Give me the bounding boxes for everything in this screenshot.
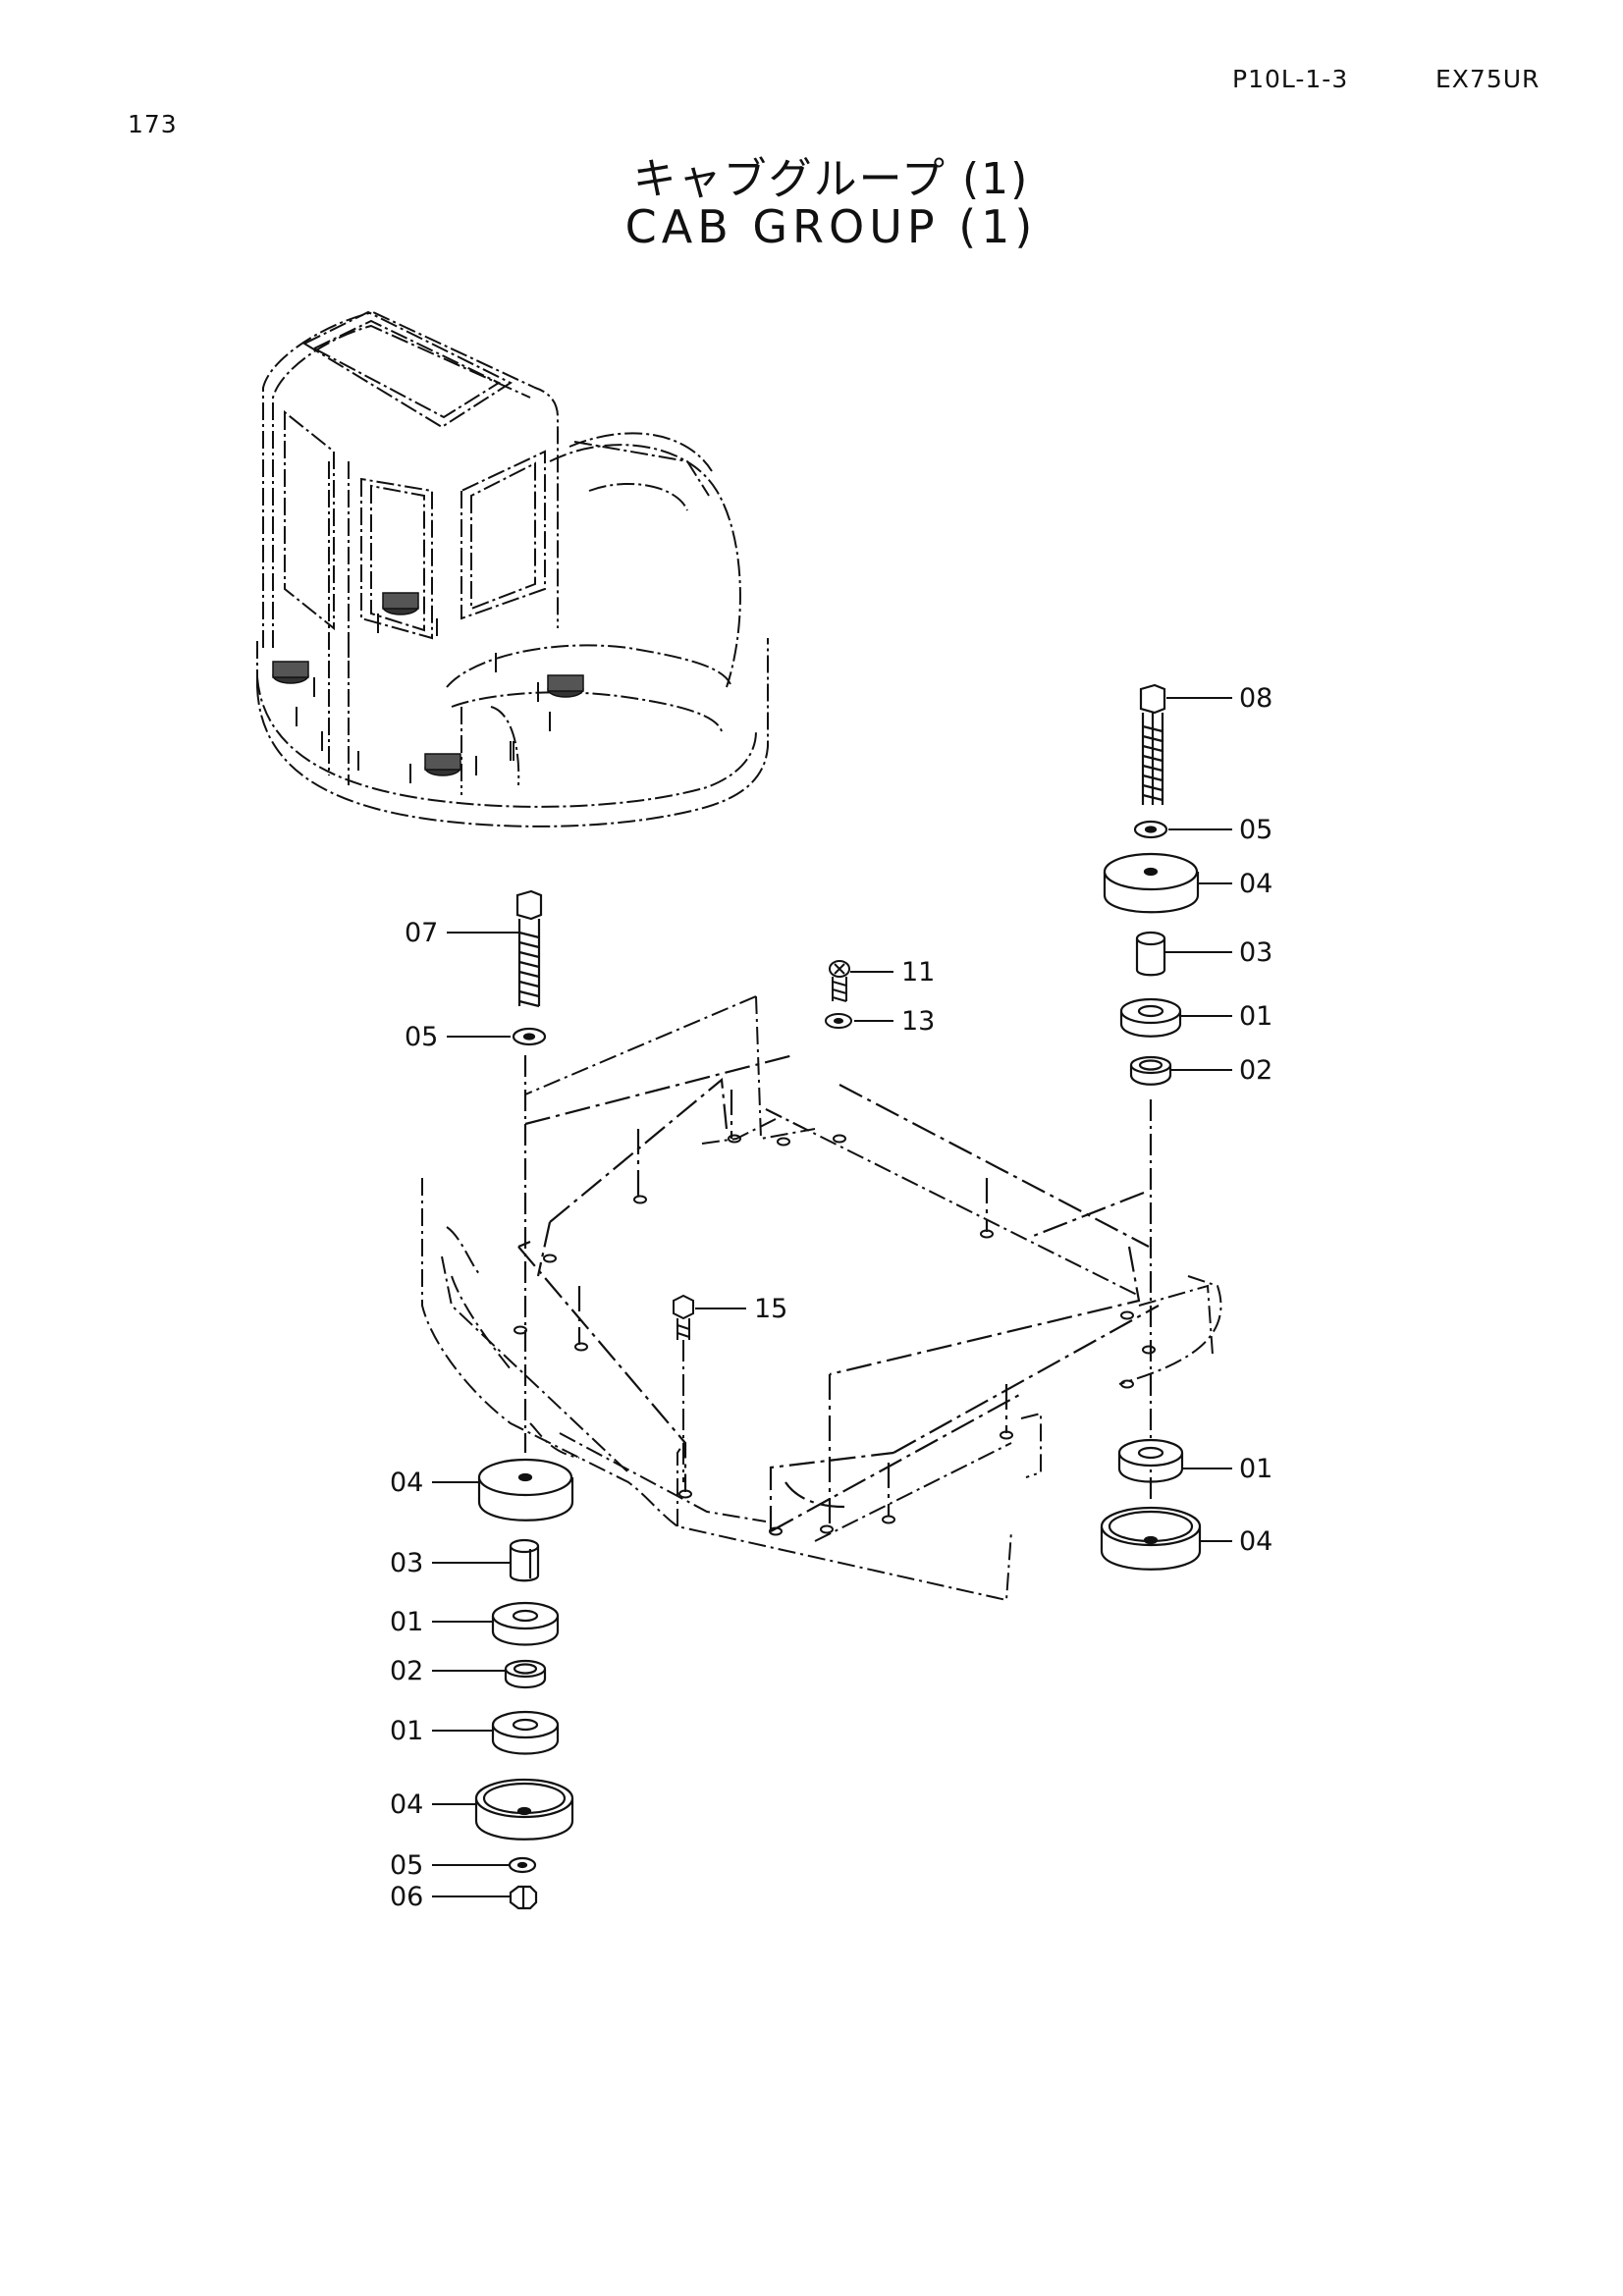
callout-03: 03 bbox=[1239, 937, 1272, 968]
screw-11-washer-13 bbox=[825, 960, 852, 1029]
rubber-04-left bbox=[477, 1477, 574, 1522]
overview-bolts bbox=[296, 614, 551, 783]
page-number: 173 bbox=[128, 110, 178, 138]
callout-05: 05 bbox=[405, 1022, 438, 1052]
cup-04-lower-right bbox=[1100, 1526, 1202, 1571]
sleeve-03-top bbox=[1135, 938, 1166, 977]
callout-13: 13 bbox=[901, 1006, 935, 1037]
callout-08: 08 bbox=[1239, 683, 1272, 714]
leader-lines bbox=[432, 697, 1232, 1897]
callout-labels: 08 05 04 03 01 02 07 05 11 13 15 04 03 0… bbox=[390, 683, 1272, 1912]
callout-01: 01 bbox=[390, 1607, 423, 1637]
callout-04: 04 bbox=[1239, 1526, 1272, 1557]
title-japanese: キャブグループ (1) bbox=[632, 154, 1030, 204]
excavator-overview-illustration bbox=[256, 310, 769, 828]
rubber-01-top bbox=[1119, 1011, 1182, 1038]
rubber-01-lower-right bbox=[1117, 1453, 1184, 1483]
callout-03: 03 bbox=[390, 1548, 423, 1578]
callout-15: 15 bbox=[754, 1294, 787, 1324]
callout-04: 04 bbox=[390, 1468, 423, 1498]
callout-05: 05 bbox=[1239, 815, 1272, 845]
callout-06: 06 bbox=[390, 1882, 423, 1912]
cab-outline bbox=[517, 1053, 1160, 1532]
callout-02: 02 bbox=[1239, 1055, 1272, 1086]
right-mount-stack bbox=[1100, 683, 1202, 1571]
left-mount-stack bbox=[474, 889, 574, 1910]
document-code: P10L-1-3 bbox=[1232, 65, 1349, 93]
floor-bolt-holes bbox=[514, 1134, 1156, 1536]
bolt-08 bbox=[1139, 683, 1166, 715]
callout-04: 04 bbox=[1239, 869, 1272, 899]
washer-05-top bbox=[1133, 820, 1168, 839]
callout-04: 04 bbox=[390, 1789, 423, 1820]
callout-01: 01 bbox=[390, 1716, 423, 1746]
cab-floor-frame bbox=[421, 995, 1222, 1602]
title-english: CAB GROUP (1) bbox=[624, 200, 1038, 253]
bolt-15 bbox=[673, 1294, 694, 1482]
callout-05: 05 bbox=[390, 1850, 423, 1881]
bolt-07 bbox=[515, 889, 543, 921]
callout-01: 01 bbox=[1239, 1001, 1272, 1032]
spacer-02-top bbox=[1129, 1065, 1172, 1086]
model-name: EX75UR bbox=[1435, 65, 1541, 93]
callout-11: 11 bbox=[901, 957, 935, 988]
callout-01: 01 bbox=[1239, 1454, 1272, 1484]
overview-mount-pads bbox=[272, 592, 584, 776]
callout-07: 07 bbox=[405, 918, 438, 948]
rubber-04-top bbox=[1103, 872, 1200, 914]
callout-02: 02 bbox=[390, 1656, 423, 1686]
